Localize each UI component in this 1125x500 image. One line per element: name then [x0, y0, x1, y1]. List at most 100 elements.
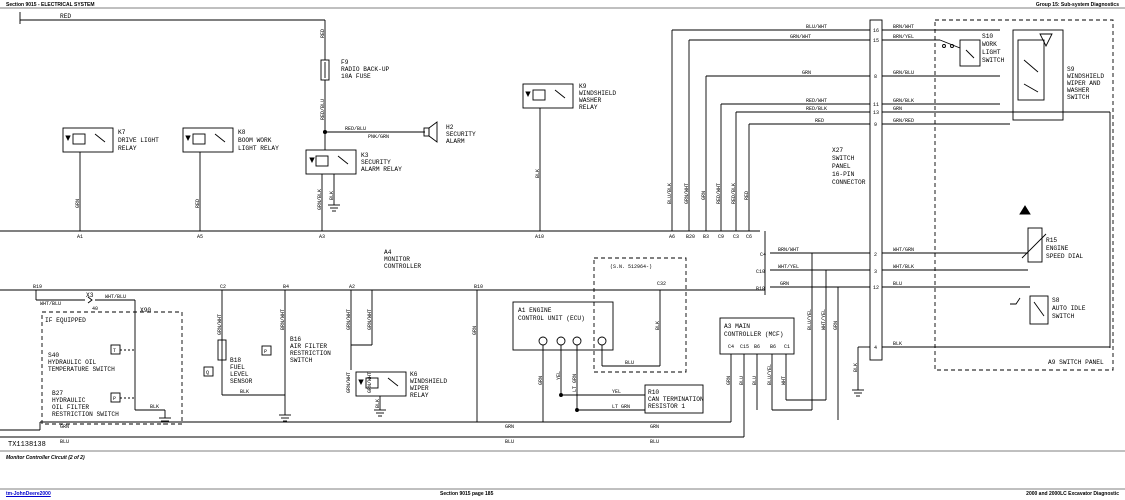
svg-text:P: P	[113, 396, 116, 402]
wire-label-grn-wht-b18: GRN/WHT	[217, 314, 223, 335]
a4-desc-1: MONITOR	[384, 256, 410, 263]
wire-label-red: RED	[60, 13, 71, 20]
wire-label-red-wht: RED/WHT	[806, 98, 827, 104]
serial-number-label: (S.N. 512964-)	[610, 264, 652, 270]
wire-label-wht-blk-r: WHT/BLK	[893, 264, 914, 270]
wire-label-blu-r: BLU	[893, 281, 902, 287]
a3-pin-c1: C1	[784, 344, 790, 350]
x27-pin-2: 2	[874, 252, 877, 258]
x27-pin-8: 8	[874, 74, 877, 80]
svg-text:T: T	[113, 348, 116, 354]
x27-label: X27	[832, 147, 843, 154]
k6-desc-3: RELAY	[410, 392, 429, 399]
k7-label: K7	[118, 129, 126, 136]
header-left: Section 9015 - ELECTRICAL SYSTEM	[6, 2, 95, 8]
x27-pin-12: 12	[873, 285, 879, 291]
pin-a3: A3	[319, 234, 325, 240]
if-equipped-box	[41, 311, 183, 425]
x27-pin-16: 16	[873, 28, 879, 34]
wire-label-grn-bottom-2: GRN	[505, 424, 514, 430]
wire-label-wht-blu-2: WHT/BLU	[105, 294, 126, 300]
f9-desc-1: RADIO BACK-UP	[341, 66, 390, 73]
r10-desc-2: RESISTOR 1	[648, 403, 685, 410]
r15-desc-1: ENGINE	[1046, 245, 1069, 252]
b18-label: B18	[230, 357, 241, 364]
s9-desc-3: WASHER	[1067, 87, 1090, 94]
wire-label-blu-a3b: BLU	[752, 376, 758, 385]
wire-label-blu-wht: BLU/WHT	[806, 24, 827, 30]
x3-pin-40: 40	[92, 306, 98, 312]
b27-desc-1: HYDRAULIC	[52, 397, 86, 404]
wire-label-blk-gnd: BLK	[853, 363, 859, 372]
k8-label: K8	[238, 129, 246, 136]
pin-c6: C6	[746, 234, 752, 240]
a1-label: A1 ENGINE	[518, 307, 552, 314]
wire-label-grn-blu-r: GRN/BLU	[893, 70, 914, 76]
x27-pin-15: 15	[873, 38, 879, 44]
wire-label-grn-bottom-3: GRN	[650, 424, 659, 430]
k9-desc-3: RELAY	[579, 104, 598, 111]
k3-label: K3	[361, 152, 369, 159]
a3-pin-c4: C4	[728, 344, 734, 350]
pin-a5: A5	[197, 234, 203, 240]
resistor-r10	[644, 384, 704, 414]
k9-label: K9	[579, 83, 587, 90]
b16-label: B16	[290, 336, 301, 343]
footer-link[interactable]: tm-JohnDeere2000	[6, 491, 51, 497]
footer-page: Section 9015 page 185	[440, 491, 494, 497]
s10-desc-2: LIGHT	[982, 49, 1001, 56]
wire-label-brn-wht-b16: BRN/WHT	[280, 309, 286, 330]
r15-label: R15	[1046, 237, 1057, 244]
if-equipped-label: IF EQUIPPED	[45, 317, 86, 324]
k8-desc-2: LIGHT RELAY	[238, 145, 279, 152]
k3-desc-1: SECURITY	[361, 159, 391, 166]
x27-pin-13: 13	[873, 110, 879, 116]
switch-s10	[959, 39, 981, 67]
wire-label-blk-b27: BLK	[150, 404, 159, 410]
s8-desc-1: AUTO IDLE	[1052, 305, 1086, 312]
pin-c10: C10	[756, 269, 765, 275]
wire-label-grn-red-r: GRN/RED	[893, 118, 914, 124]
connector-x3-label: X3	[86, 292, 94, 299]
pin-b20: B20	[686, 234, 695, 240]
wire-label-blu-bottom-2: BLU	[505, 439, 514, 445]
wire-label-red-vertical: RED	[320, 29, 326, 38]
wire-label-yel-r10: YEL	[612, 389, 621, 395]
connector-x90-label: X90	[140, 307, 151, 314]
h2-desc-1: SECURITY	[446, 131, 476, 138]
b16-desc-3: SWITCH	[290, 357, 313, 364]
pin-c9: C9	[718, 234, 724, 240]
wire-label-grn-wht-k6a: GRN/WHT	[346, 309, 352, 330]
wire-label-blk-k9: BLK	[535, 169, 541, 178]
wire-label-blu-blk-v: BLU/BLK	[667, 183, 673, 204]
b27-symbol	[110, 392, 121, 403]
k7-desc-1: DRIVE LIGHT	[118, 137, 159, 144]
s40-symbol	[110, 344, 121, 355]
s8-label: S8	[1052, 297, 1060, 304]
wire-label-grn-wht-k6d: GRN/WHT	[367, 372, 373, 393]
wire-label-blu-a3: BLU	[739, 376, 745, 385]
wire-label-grn-a3: GRN	[726, 376, 732, 385]
wire-label-red-wht-v: RED/WHT	[716, 183, 722, 204]
ecu-a1	[512, 301, 614, 351]
wire-label-red-9: RED	[815, 118, 824, 124]
a9-label: A9 SWITCH PANEL	[1048, 359, 1104, 366]
wire-label-grn-wht-k6b: GRN/WHT	[367, 309, 373, 330]
figure-reference: TX1138138	[8, 441, 46, 449]
pin-b19: B19	[33, 284, 42, 290]
b27-label: B27	[52, 390, 63, 397]
switch-s9	[1012, 29, 1064, 121]
pin-a2: A2	[349, 284, 355, 290]
s40-desc-2: TEMPERATURE SWITCH	[48, 366, 115, 373]
svg-text:Q: Q	[206, 370, 209, 376]
x27-pin-4: 4	[874, 345, 877, 351]
header-right: Group 15: Sub-system Diagnostics	[1035, 2, 1119, 8]
wire-label-blk-r: BLK	[893, 341, 902, 347]
wire-label-grn-bottom: GRN	[60, 424, 69, 430]
a3-pin-b6: B6	[754, 344, 760, 350]
connector-x27	[869, 19, 883, 361]
relay-k8	[182, 127, 234, 153]
a3-label: A3 MAIN	[724, 323, 750, 330]
b27-desc-3: RESTRICTION SWITCH	[52, 411, 119, 418]
pin-b10: B10	[474, 284, 483, 290]
